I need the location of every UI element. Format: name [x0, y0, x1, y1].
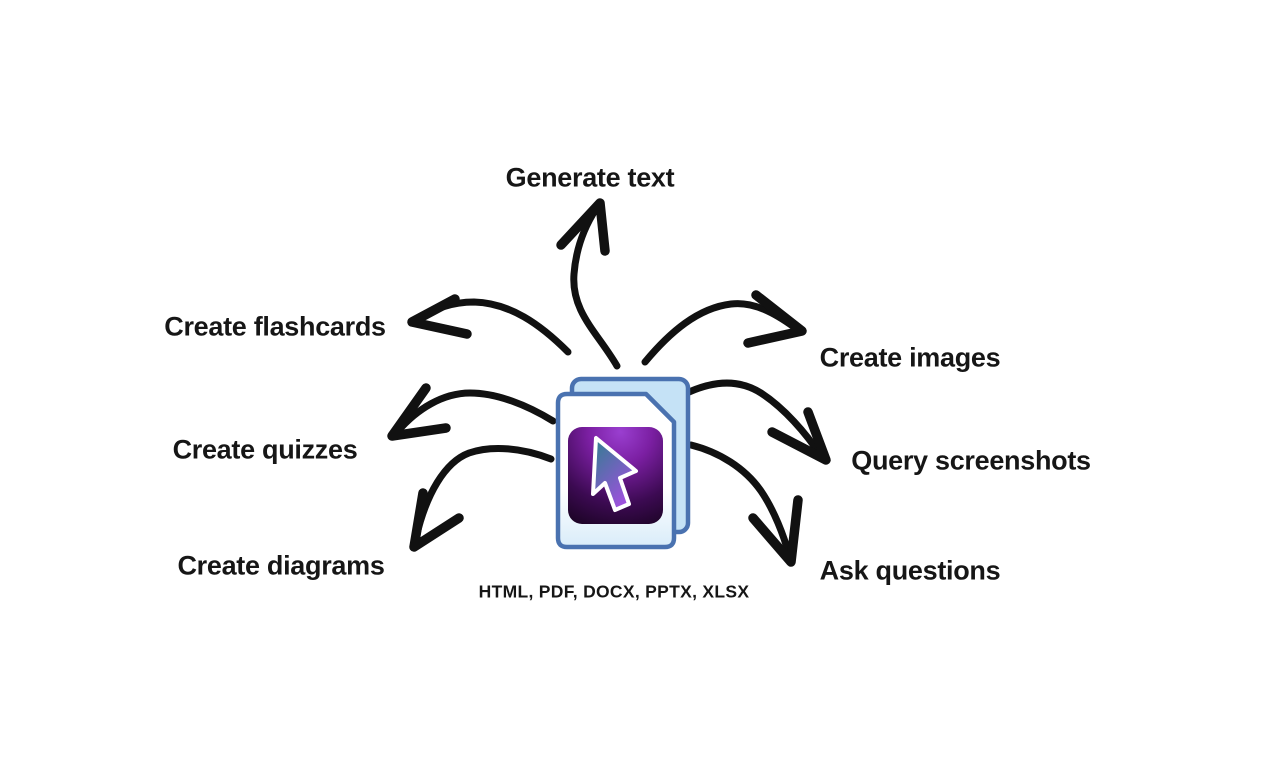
- node-ask-questions: Ask questions: [819, 555, 1001, 586]
- query-screenshots-arrow: [685, 379, 831, 465]
- create-flashcards-arrow: [407, 294, 572, 356]
- create-images-arrow: [641, 290, 807, 366]
- node-create-flashcards: Create flashcards: [164, 311, 386, 342]
- node-generate-text: Generate text: [505, 162, 675, 193]
- file-formats-caption: HTML, PDF, DOCX, PPTX, XLSX: [478, 581, 750, 602]
- create-quizzes-arrow: [387, 383, 557, 441]
- cursor-icon: [591, 436, 638, 512]
- node-query-screenshots: Query screenshots: [851, 445, 1091, 476]
- node-create-diagrams: Create diagrams: [177, 550, 385, 581]
- node-create-images: Create images: [819, 342, 1001, 373]
- document-cursor-icon: [555, 376, 691, 550]
- node-create-quizzes: Create quizzes: [172, 434, 358, 465]
- create-diagrams-arrow: [409, 444, 555, 552]
- generate-text-arrow: [556, 198, 621, 370]
- ask-questions-arrow: [687, 441, 803, 567]
